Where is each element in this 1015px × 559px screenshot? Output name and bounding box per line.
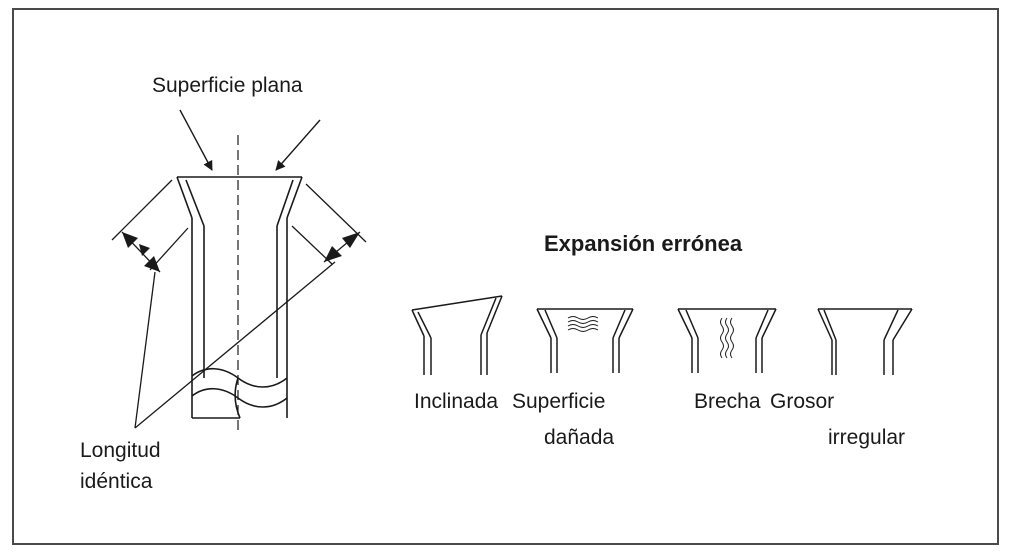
defect-inclined-sketch: [411, 295, 503, 375]
label-identical-length-line2: idéntica: [80, 470, 153, 493]
figure-frame: [12, 8, 999, 545]
damage-wavy-marks: [567, 316, 599, 332]
label-defect-irregular-line1: Grosor: [770, 390, 835, 413]
left-dimension-arrow-top: [122, 232, 138, 248]
label-defect-gap: Brecha: [694, 390, 761, 413]
identical-length-leaders: [134, 261, 336, 429]
label-defect-irregular-line2: irregular: [828, 426, 906, 449]
label-identical-length-line1: Longitud: [80, 439, 161, 462]
gap-crack-marks: [720, 317, 734, 359]
title-bad-expansion: Expansión errónea: [544, 231, 743, 256]
label-defect-damaged-line1: Superficie: [512, 390, 606, 413]
main-flared-tube: [176, 176, 303, 419]
defect-damaged-surface-sketch: [536, 308, 634, 373]
left-dimension-arrow-bottom: [144, 256, 160, 272]
defect-gap-sketch: [677, 308, 777, 373]
label-defect-damaged-line2: dañada: [544, 426, 615, 449]
label-flat-surface: Superficie plana: [152, 74, 303, 97]
label-defect-inclined: Inclinada: [414, 390, 499, 413]
right-dimension-arrow-top: [342, 232, 360, 248]
left-dimension: [111, 179, 189, 273]
flat-surface-arrows: [179, 109, 321, 171]
defect-irregular-thickness-sketch: [817, 308, 913, 375]
right-dimension-arrow-bottom: [324, 246, 342, 262]
left-dimension-arrow-top2: [139, 244, 150, 256]
